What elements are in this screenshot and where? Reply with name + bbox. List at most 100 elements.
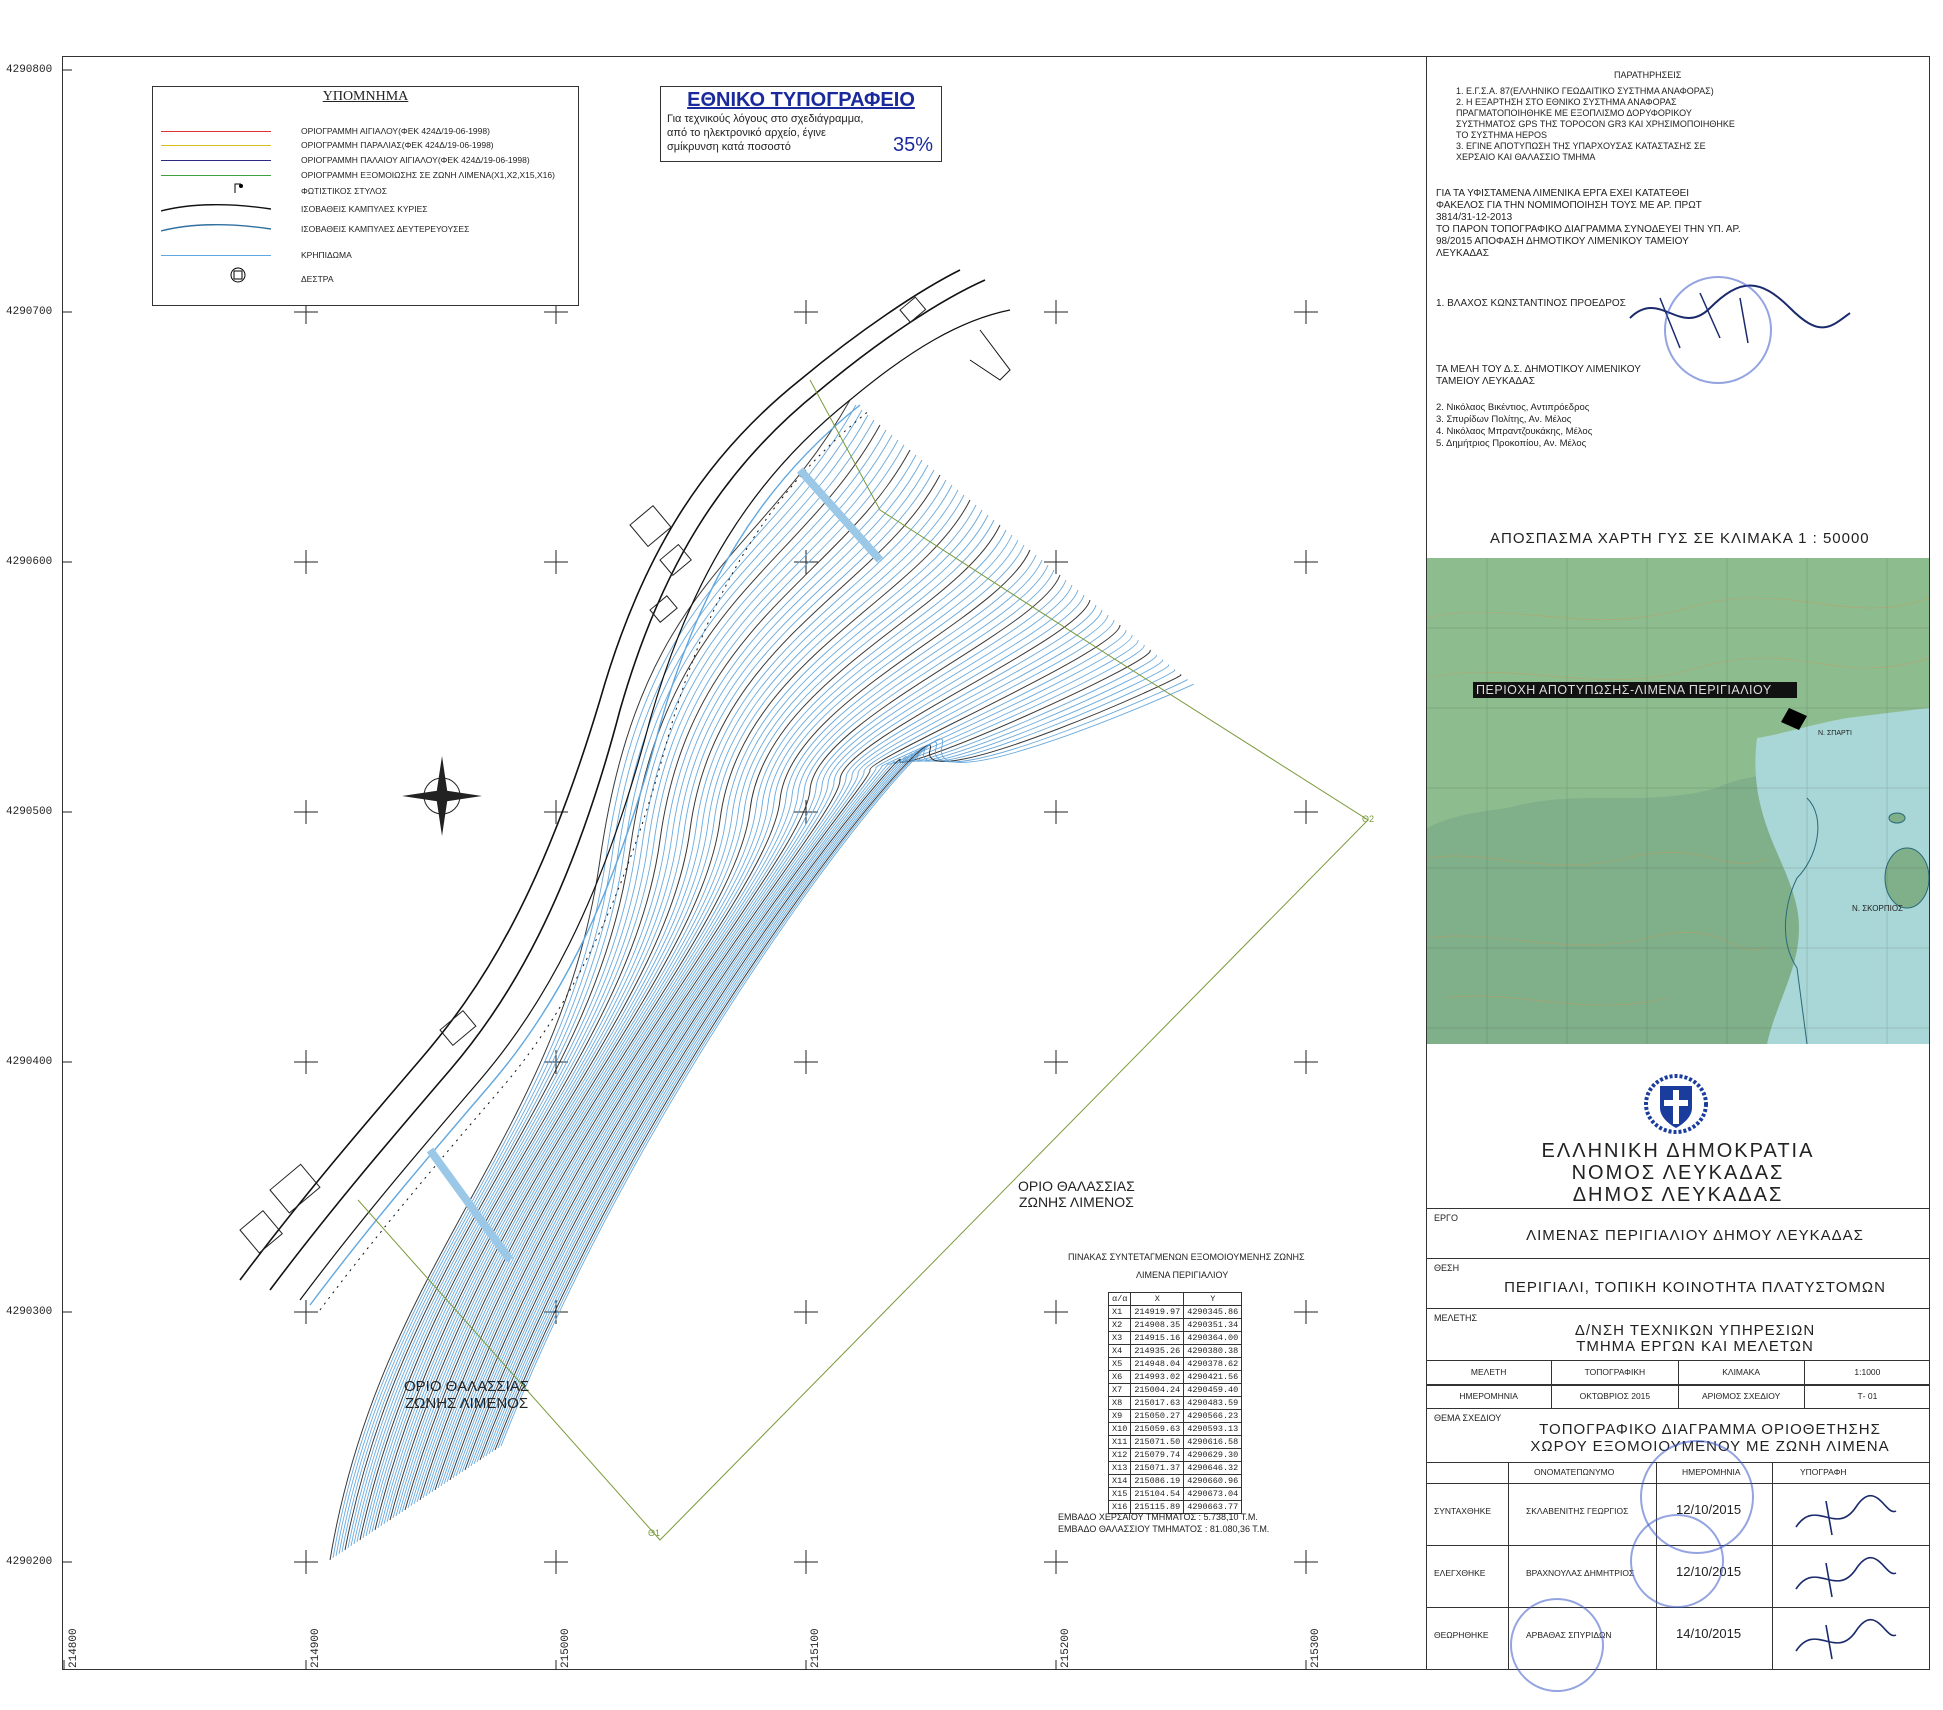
- municipal-seal-3: [1630, 1514, 1724, 1608]
- sea-zone-line2: ΖΩΝΗΣ ΛΙΜΕΝΟΣ: [1018, 1194, 1134, 1210]
- depth-contour: [467, 629, 1127, 1469]
- notice-line2: από το ηλεκτρονικό αρχείο, έγινε: [667, 127, 826, 139]
- text-line: ΧΕΡΣΑΙΟ ΚΑΙ ΘΑΛΑΣΣΙΟ ΤΜΗΜΑ: [1456, 152, 1596, 162]
- depth-contour: [491, 669, 1175, 1453]
- depth-contour: [452, 604, 1097, 1479]
- depth-contour: [431, 569, 1055, 1493]
- legend-label: ΟΡΙΟΓΡΑΜΜΗ ΕΞΟΜΟΙΩΣΗΣ ΣΕ ΖΩΝΗ ΛΙΜΕΝΑ(Χ1,…: [301, 170, 555, 180]
- table-cell: 4290660.96: [1183, 1474, 1243, 1488]
- table-cell: 215115.89: [1130, 1500, 1185, 1514]
- tb-thesi-value: ΠΕΡΙΓΙΑΛΙ, ΤΟΠΙΚΗ ΚΟΙΝΟΤΗΤΑ ΠΛΑΤΥΣΤΟΜΩΝ: [1504, 1279, 1886, 1296]
- notice-title: ΕΘΝΙΚΟ ΤΥΠΟΓΡΑΦΕΙΟ: [687, 89, 915, 111]
- depth-contour: [464, 624, 1121, 1471]
- inset-place-sparti: Ν. ΣΠΑΡΤΙ: [1818, 730, 1852, 737]
- road-edge: [239, 269, 961, 1281]
- y-axis-label: 4290600: [6, 556, 53, 568]
- table-cell: 214919.97: [1130, 1305, 1185, 1319]
- table-cell: 4290593.13: [1183, 1422, 1243, 1436]
- depth-contour: [476, 644, 1145, 1463]
- legend-label: ΚΡΗΠΙΔΩΜΑ: [301, 250, 352, 260]
- table-cell: X4: [1107, 1344, 1132, 1358]
- grid-cross: [1294, 800, 1318, 824]
- table-cell: 4290364.00: [1183, 1331, 1243, 1345]
- authority-line1: ΕΛΛΗΝΙΚΗ ΔΗΜΟΚΡΑΤΙΑ: [1541, 1140, 1815, 1162]
- remarks-title: ΠΑΡΑΤΗΡΗΣΕΙΣ: [1614, 70, 1682, 80]
- grid-cross: [1294, 550, 1318, 574]
- inset-place-skorpios: Ν. ΣΚΟΡΠΙΟΣ: [1852, 904, 1903, 913]
- table-cell: 215050.27: [1130, 1409, 1185, 1423]
- members-title2: ΤΑΜΕΙΟΥ ΛΕΥΚΑΔΑΣ: [1436, 376, 1535, 387]
- depth-contour: [497, 679, 1188, 1449]
- inset-map: [1427, 558, 1929, 1044]
- depth-contour: [422, 554, 1037, 1499]
- grid-cross: [794, 1550, 818, 1574]
- depth-contour: [428, 564, 1049, 1495]
- tb-r1-c2: ΤΟΠΟΓΡΑΦΙΚΗ: [1552, 1361, 1679, 1385]
- signature-role: ΕΛΕΓΧΘΗΚΕ: [1434, 1568, 1486, 1578]
- legend-item: ΙΣΟΒΑΘΕΙΣ ΚΑΜΠΥΛΕΣ ΚΥΡΙΕΣ: [160, 203, 571, 217]
- table-cell: 4290673.04: [1183, 1487, 1243, 1501]
- text-line: ΛΕΥΚΑΔΑΣ: [1436, 248, 1489, 259]
- legend-item: ΙΣΟΒΑΘΕΙΣ ΚΑΜΠΥΛΕΣ ΔΕΥΤΕΡΕΥΟΥΣΕΣ: [160, 223, 571, 237]
- building: [239, 1210, 283, 1254]
- legend-label: ΔΕΣΤΡΑ: [301, 274, 334, 284]
- tb-thema-key: ΘΕΜΑ ΣΧΕΔΙΟΥ: [1434, 1413, 1502, 1423]
- table-cell: X2: [1107, 1318, 1132, 1332]
- tb-r2-c2: ΟΚΤΩΒΡΙΟΣ 2015: [1552, 1385, 1679, 1409]
- table-cell: 214935.26: [1130, 1344, 1185, 1358]
- building: [659, 543, 692, 577]
- legend-item: ΚΡΗΠΙΔΩΜΑ: [161, 249, 571, 263]
- table-cell: X15: [1107, 1487, 1132, 1501]
- building: [899, 296, 927, 323]
- signature-date: 14/10/2015: [1676, 1626, 1742, 1641]
- building: [269, 1163, 321, 1214]
- depth-contour: [494, 674, 1182, 1451]
- y-axis-label: 4290400: [6, 1056, 53, 1068]
- table-cell: X10: [1107, 1422, 1132, 1436]
- bollard-line: [319, 409, 871, 1311]
- depth-contour: [500, 683, 1194, 1447]
- depth-contour: [377, 479, 947, 1529]
- inset-title: ΑΠΟΣΠΑΣΜΑ ΧΑΡΤΗ ΓΥΣ ΣΕ ΚΛΙΜΑΚΑ 1 : 50000: [1490, 530, 1870, 547]
- building: [439, 1010, 477, 1047]
- table-cell: X8: [1107, 1396, 1132, 1410]
- table-cell: 4290483.59: [1183, 1396, 1243, 1410]
- depth-contour: [437, 579, 1067, 1489]
- tb-r1-c4: 1:1000: [1854, 1367, 1881, 1377]
- legend-swatch: [161, 145, 271, 146]
- notice-line3: σμίκρυνση κατά ποσοστό: [667, 141, 791, 153]
- grid-cross: [294, 550, 318, 574]
- depth-contour: [479, 649, 1151, 1461]
- sea-zone-line1: ΟΡΙΟ ΘΑΛΑΣΣΙΑΣ: [1018, 1178, 1135, 1194]
- members-title1: ΤΑ ΜΕΛΗ ΤΟΥ Δ.Σ. ΔΗΜΟΤΙΚΟΥ ΛΙΜΕΝΙΚΟΥ: [1436, 364, 1641, 375]
- text-line: 3. Σπυρίδων Πολίτης, Αν. Μέλος: [1436, 414, 1572, 425]
- depth-contour: [344, 424, 881, 1551]
- text-line: 4. Νικόλαος Μπραντζουκάκης, Μέλος: [1436, 426, 1593, 437]
- depth-contour: [347, 429, 887, 1549]
- y-axis-label: 4290200: [6, 1556, 53, 1568]
- grid-cross: [294, 1050, 318, 1074]
- table-cell: X16: [1107, 1500, 1132, 1514]
- grid-cross: [1294, 300, 1318, 324]
- depth-contour: [380, 484, 953, 1527]
- sig-h-name: ΟΝΟΜΑΤΕΠΩΝΥΜΟ: [1534, 1467, 1615, 1477]
- table-cell: 4290616.58: [1183, 1435, 1243, 1449]
- remarks-list: 1. Ε.Γ.Σ.Α. 87(ΕΛΛΗΝΙΚΟ ΓΕΩΔΑΙΤΙΚΟ ΣΥΣΤΗ…: [1456, 86, 1735, 163]
- grid-cross: [294, 1550, 318, 1574]
- grid-cross: [1294, 1550, 1318, 1574]
- depth-contour: [368, 464, 929, 1535]
- table-cell: 4290378.62: [1183, 1357, 1243, 1371]
- pier: [797, 467, 883, 563]
- legend-swatch: [161, 131, 271, 132]
- legend-item: ΟΡΙΟΓΡΑΜΜΗ ΕΞΟΜΟΙΩΣΗΣ ΣΕ ΖΩΝΗ ΛΙΜΕΝΑ(Χ1,…: [161, 169, 571, 183]
- pier: [426, 1147, 514, 1263]
- tb-meletis-value: Δ/ΝΣΗ ΤΕΧΝΙΚΩΝ ΥΠΗΡΕΣΙΩΝ ΤΜΗΜΑ ΕΡΓΩΝ ΚΑΙ…: [1466, 1323, 1924, 1355]
